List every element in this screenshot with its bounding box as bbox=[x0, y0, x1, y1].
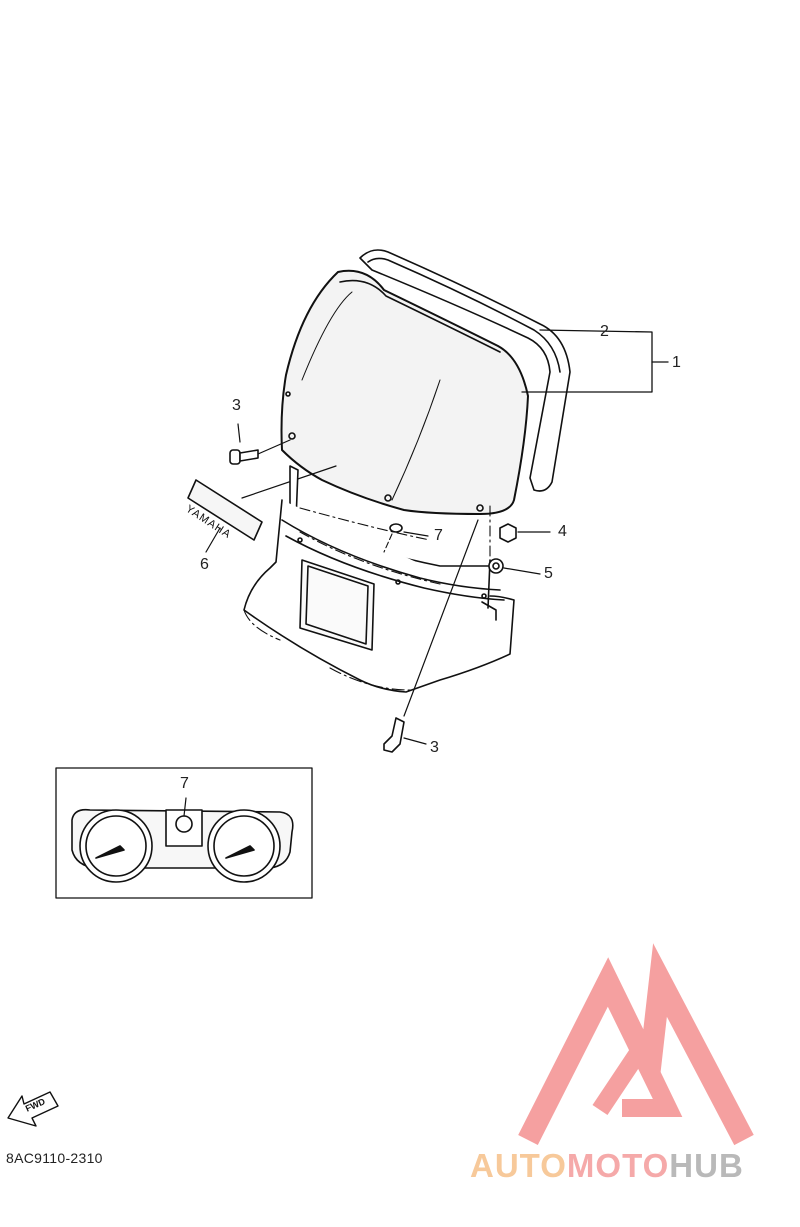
logo-part-auto: AUTO bbox=[470, 1147, 567, 1184]
logo-part-moto: MOTO bbox=[566, 1147, 670, 1184]
callout-3-top: 3 bbox=[232, 397, 241, 414]
windshield bbox=[280, 269, 529, 515]
callout-2: 2 bbox=[600, 323, 609, 340]
diagram-code: 8AC9110-2310 bbox=[6, 1150, 103, 1166]
nut-5 bbox=[488, 558, 541, 575]
grommet bbox=[383, 523, 429, 553]
inset-box bbox=[55, 767, 313, 899]
callout-4: 4 bbox=[558, 523, 567, 540]
collar-4 bbox=[499, 523, 551, 543]
yamaha-emblem bbox=[187, 465, 337, 553]
windshield-seal bbox=[359, 249, 571, 492]
callout-7-inset: 7 bbox=[180, 775, 189, 792]
automotohub-logo-text: AUTOMOTOHUB bbox=[470, 1147, 744, 1185]
front-cowling bbox=[243, 465, 515, 693]
logo-part-hub: HUB bbox=[669, 1147, 744, 1184]
bolt-top bbox=[229, 423, 291, 465]
callout-7: 7 bbox=[434, 527, 443, 544]
automotohub-logo-mark bbox=[518, 943, 754, 1146]
callout-1: 1 bbox=[672, 354, 681, 371]
callout-5: 5 bbox=[544, 565, 553, 582]
callout-3-bottom: 3 bbox=[430, 739, 439, 756]
fwd-arrow-icon bbox=[7, 1091, 59, 1127]
callout-6: 6 bbox=[200, 556, 209, 573]
bolt-bottom bbox=[383, 717, 427, 753]
